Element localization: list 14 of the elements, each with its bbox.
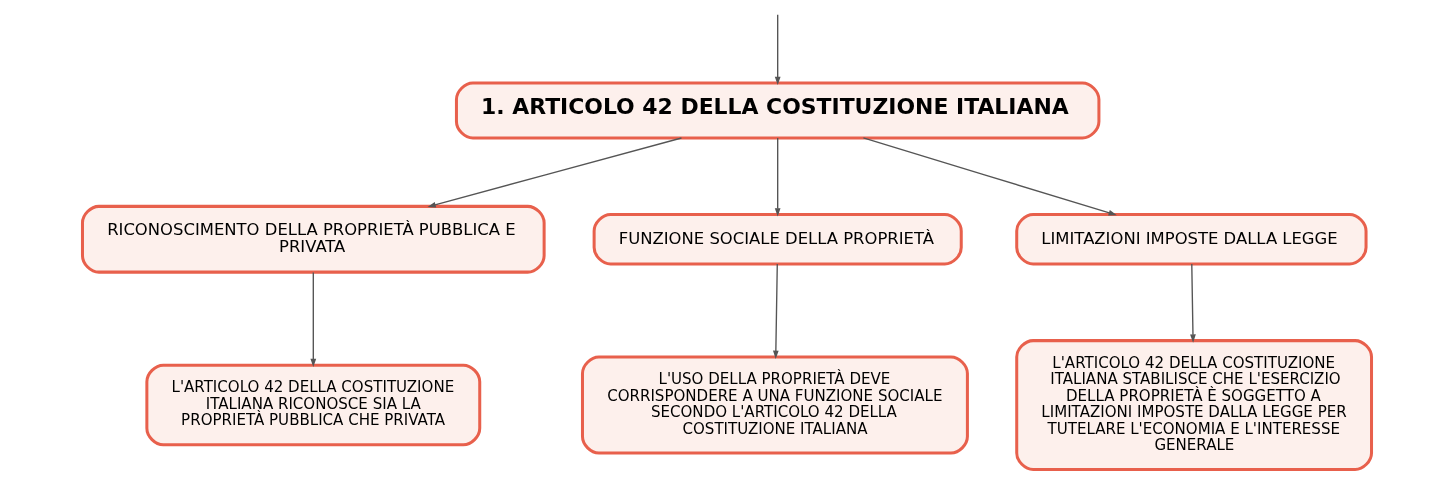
arrow [427,137,682,208]
node-box: 1. ARTICOLO 42 DELLA COSTITUZIONE ITALIANA [454,81,1100,140]
arrow [772,263,779,359]
node-box: RICONOSCIMENTO DELLA PROPRIETÀ PUBBLICA E PRIVATA [80,204,546,274]
node-box: FUNZIONE SOCIALE DELLA PROPRIETÀ [592,213,963,266]
arrow [1189,263,1196,343]
arrow [862,137,1117,216]
node-box: L'ARTICOLO 42 DELLA COSTITUZIONE ITALIANA STABILISCE CHE L'ESERCIZIO DELLA PROPRIETÀ È SOGGETTO A LIMITAZIONI IMPOSTE DALLA LEGGE PER TUTELARE L'ECONOMIA E L'INTERESSE GENERALE [1014,339,1373,471]
arrow [774,137,781,217]
node-box: L'USO DELLA PROPRIETÀ DEVE CORRISPONDERE A UNA FUNZIONE SOCIALE SECONDO L'ARTICOLO 42 DELLA COSTITUZIONE ITALIANA [580,355,969,455]
arrow [774,13,781,86]
arrow [309,271,316,368]
node-box: L'ARTICOLO 42 DELLA COSTITUZIONE ITALIANA RICONOSCE SIA LA PROPRIETÀ PUBBLICA CHE PRIVATA [144,363,481,447]
node-box: LIMITAZIONI IMPOSTE DALLA LEGGE [1014,213,1368,266]
